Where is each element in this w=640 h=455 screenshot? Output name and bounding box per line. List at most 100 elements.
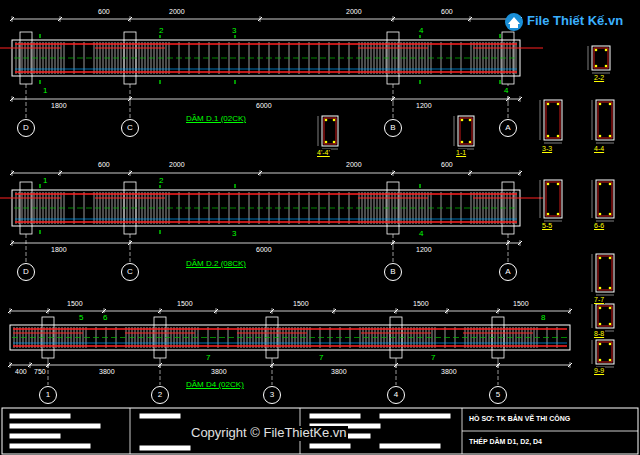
section-stirrup [598,342,612,362]
label: 8 [540,313,546,322]
section-stirrup [598,102,612,138]
rebar-dot [333,141,336,144]
rebar-dot [599,323,602,326]
dimension-extension [48,362,49,368]
section-dimension [540,100,541,140]
stirrup [244,327,245,348]
top-rebar [15,193,517,194]
extra-top-rebar [463,333,533,334]
extra-top-rebar [473,198,543,199]
section-cut-mark [39,80,40,84]
section-outline [592,46,610,70]
rebar-dot [609,103,612,106]
dimension-extension [396,362,397,368]
dimension-line [10,365,570,366]
section-dimension [592,100,593,140]
logo-icon [505,13,523,31]
label: 1500 [66,300,84,308]
label: 4 [418,229,424,238]
grid-axis-circle: B [384,263,402,281]
rebar-dot [595,65,598,68]
label: 3 [231,26,237,35]
dimension-extension [10,362,11,368]
dimension-tick [28,363,32,367]
center-line [14,58,518,59]
label: 3800 [98,368,116,376]
dimension-line [12,99,520,100]
dimension-tick [258,17,262,21]
dimension-tick [46,363,50,367]
dimension-extension [570,308,571,314]
bottom-rebar-2 [13,343,567,344]
label: Copyright © FileThietKe.vn [190,426,348,441]
label: 6-6 [593,222,605,230]
dimension-tick [214,309,218,313]
section-outline [596,340,614,364]
dimension-tick [158,309,162,313]
stirrup [218,327,219,348]
grid-axis-circle: 3 [263,386,281,404]
dimension-tick [158,363,162,367]
grid-axis-circle: D [17,119,35,137]
top-rebar [15,43,517,44]
grid-axis-line [272,358,273,385]
dimension-tick [445,309,449,313]
illegible-text-block [10,444,90,448]
section-dimension [540,180,541,218]
illegible-text-block [140,414,180,418]
label: 1800 [50,102,68,110]
rebar-dot [599,213,602,216]
section-cut-mark [39,230,40,234]
extra-top-rebar [0,48,61,49]
rebar-dot [609,343,612,346]
dimension-tick [270,363,274,367]
center-line [14,208,518,209]
dimension-extension [12,170,13,176]
dimension-tick [128,97,132,101]
label: 5 [78,313,84,322]
grid-axis-circle: 4 [387,386,405,404]
grid-axis-circle: 2 [151,386,169,404]
label: 1 [42,176,48,185]
dimension-tick [496,309,500,313]
dimension-extension [393,96,394,102]
rebar-dot [609,183,612,186]
dimension-tick [46,309,50,313]
rebar-dot [557,103,560,106]
rebar-dot [547,103,550,106]
grid-axis-circle: 1 [39,386,57,404]
grid-axis-circle: D [17,263,35,281]
label: 1500 [292,300,310,308]
axis-name: A [505,124,510,132]
dimension-tick [394,363,398,367]
section-cut-mark [419,184,420,188]
stirrup [65,327,66,348]
label: 3800 [210,368,228,376]
extra-top-rebar [473,48,543,49]
dimension-extension [520,240,521,246]
rebar-dot [599,359,602,362]
beam-outline [12,190,520,226]
section-outline [596,100,614,140]
dimension-tick [468,17,472,21]
label: 400 [14,368,28,376]
label: 9-9 [593,367,605,375]
label: THÉP DẦM D1, D2, D4 [468,438,543,446]
axis-name: B [390,268,395,276]
label: 8-8 [593,330,605,338]
grid-axis-line [393,234,394,262]
rebar-dot [599,183,602,186]
dimension-tick [518,171,522,175]
label: 5-5 [541,222,553,230]
dimension-extension [10,308,11,314]
label: 600 [97,8,111,16]
rebar-dot [461,141,464,144]
label: 6000 [255,246,273,254]
section-cut-mark [39,34,40,38]
dimension-tick [10,97,14,101]
rebar-dot [609,287,612,290]
dimension-extension [130,240,131,246]
dimension-tick [496,363,500,367]
label: HỒ SƠ: TK BẢN VẼ THI CÔNG [468,415,571,423]
label: 3-3 [541,145,553,153]
